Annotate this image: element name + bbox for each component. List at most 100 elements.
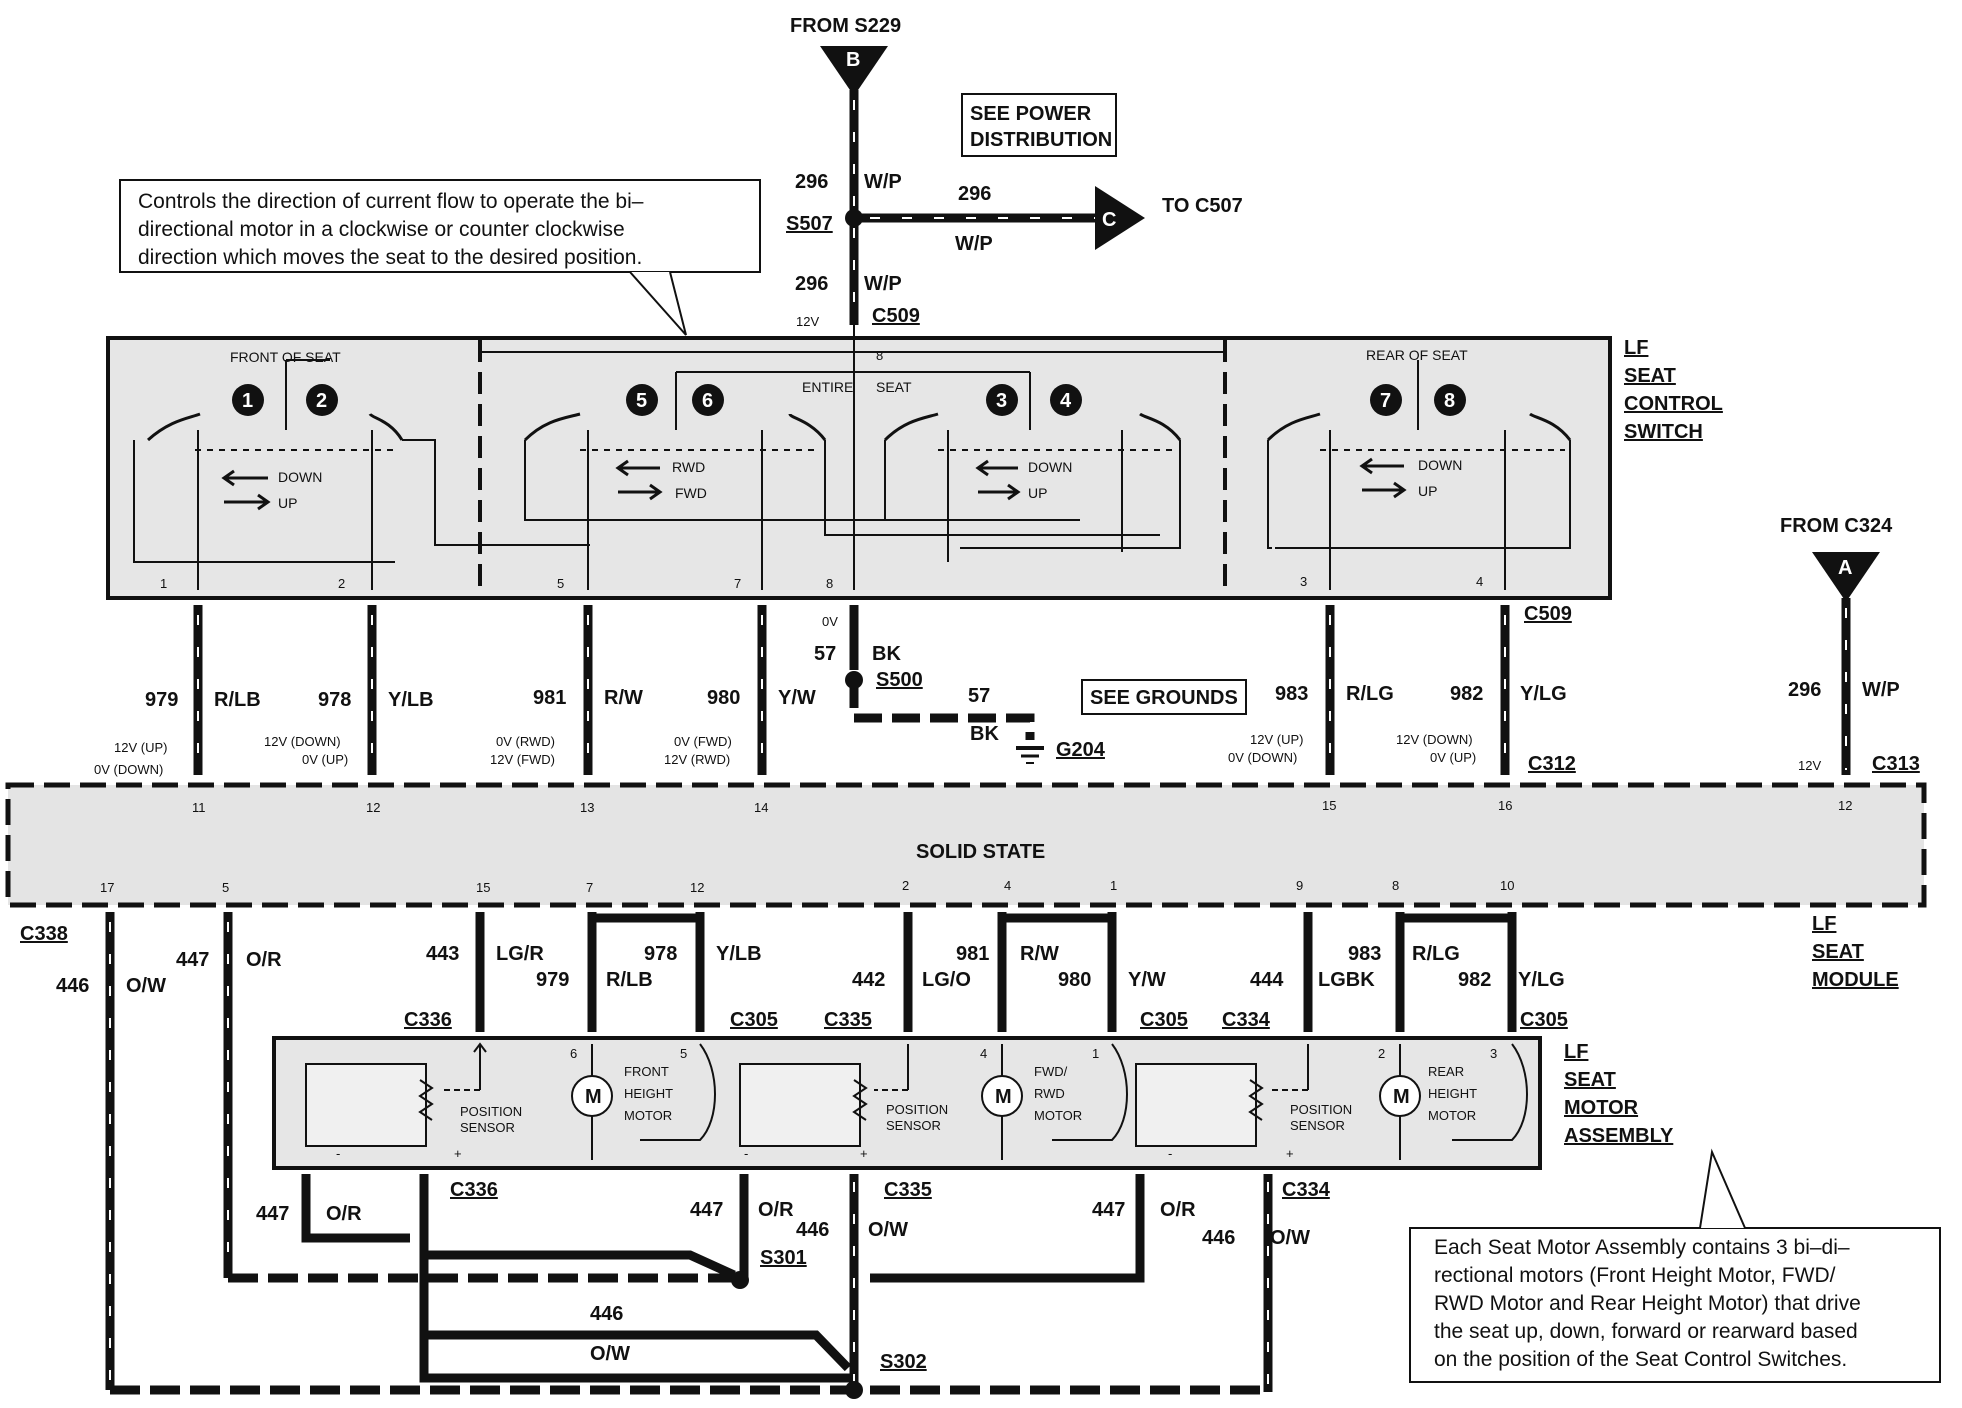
front-up-label: UP (278, 495, 297, 511)
lower-981-label: 981 (956, 943, 989, 965)
motor-m-3: M (1393, 1086, 1410, 1108)
v981-fwd: 12V (FWD) (490, 752, 555, 767)
lower-or-label: O/R (246, 949, 282, 971)
switch-pin-3: 3 (1300, 574, 1307, 589)
svg-text:1: 1 (1110, 878, 1117, 893)
front-height-motor-3: MOTOR (624, 1108, 672, 1123)
lower-979-label: 979 (536, 969, 569, 991)
lower-447-label: 447 (176, 949, 209, 971)
mid-yw-label: Y/W (778, 687, 816, 709)
from-s229-label: FROM S229 (790, 15, 901, 37)
c509-right-label: C509 (1524, 603, 1572, 625)
lower-978-label: 978 (644, 943, 677, 965)
mid-296-label: 296 (1788, 679, 1821, 701)
wire-296c-label: 296 (795, 273, 828, 295)
switch-circle-4: 4 (1060, 390, 1072, 412)
fwd-rwd-motor-2: RWD (1034, 1086, 1065, 1101)
mid-981-label: 981 (533, 687, 566, 709)
connector-b-icon (820, 46, 888, 96)
mid-983-label: 983 (1275, 683, 1308, 705)
v979-up: 12V (UP) (114, 740, 167, 755)
switch-circle-7: 7 (1380, 390, 1391, 412)
svg-text:7: 7 (586, 880, 593, 895)
lower-rw-label: R/W (1020, 943, 1059, 965)
motor-m-2: M (995, 1086, 1012, 1108)
svg-text:-: - (336, 1146, 340, 1161)
bottom-owc-label: O/W (1270, 1227, 1310, 1249)
lower-ylb-label: Y/LB (716, 943, 762, 965)
mid-rw-label: R/W (604, 687, 643, 709)
s500-label: S500 (876, 669, 923, 691)
mid-wp-label: W/P (1862, 679, 1900, 701)
connector-c-icon (1095, 186, 1145, 250)
mid-978-label: 978 (318, 689, 351, 711)
bottom-orb-label: O/R (758, 1199, 794, 1221)
v980-rwd: 12V (RWD) (664, 752, 730, 767)
wire-wp-b-label: W/P (955, 233, 993, 255)
c336-top-label: C336 (404, 1009, 452, 1031)
callout-top-pointer (629, 271, 687, 336)
callout-bottom-line3: RWD Motor and Rear Height Motor) that dr… (1434, 1292, 1861, 1315)
switch-pin-2: 2 (338, 576, 345, 591)
svg-text:16: 16 (1498, 798, 1512, 813)
rear-of-seat-label: REAR OF SEAT (1366, 347, 1468, 363)
svg-text:12: 12 (1838, 798, 1852, 813)
svg-text:1: 1 (1092, 1046, 1099, 1061)
motor-lf-label: LF (1564, 1041, 1588, 1063)
v980-fwd: 0V (FWD) (674, 734, 732, 749)
lower-446-label: 446 (56, 975, 89, 997)
solid-state-label: SOLID STATE (916, 841, 1045, 863)
rear-height-motor-3: MOTOR (1428, 1108, 1476, 1123)
wire-wp-a-label: W/P (864, 171, 902, 193)
connector-a-letter: A (1838, 557, 1852, 579)
lower-ylg-label: Y/LG (1518, 969, 1565, 991)
front-height-motor-1: FRONT (624, 1064, 669, 1079)
callout-bottom-line2: rectional motors (Front Height Motor, FW… (1434, 1264, 1836, 1287)
c335-bottom-label: C335 (884, 1179, 932, 1201)
v978-down: 12V (DOWN) (264, 734, 341, 749)
c334-top-label: C334 (1222, 1009, 1271, 1031)
bottom-447c-label: 447 (1092, 1199, 1125, 1221)
seat-module-box (5, 782, 1927, 908)
svg-text:8: 8 (1392, 878, 1399, 893)
s500-splice (845, 671, 863, 689)
svg-text:12: 12 (366, 800, 380, 815)
switch-circle-6: 6 (702, 390, 713, 412)
lower-ow-label: O/W (126, 975, 166, 997)
module-seat-label: SEAT (1812, 941, 1864, 963)
see-grounds-box (1081, 679, 1247, 715)
s507-label: S507 (786, 213, 833, 235)
svg-text:9: 9 (1296, 878, 1303, 893)
v978-up: 0V (UP) (302, 752, 348, 767)
svg-text:2: 2 (1378, 1046, 1385, 1061)
lower-rlb-label: R/LB (606, 969, 653, 991)
svg-text:12: 12 (690, 880, 704, 895)
mid-12v-label: 12V (1798, 758, 1821, 773)
s302-splice (845, 1381, 863, 1399)
v981-rwd: 0V (RWD) (496, 734, 555, 749)
lower-lgbk-label: LGBK (1318, 969, 1375, 991)
pos-sensor-3a: POSITION (1290, 1102, 1352, 1117)
fwd-rwd-motor-3: MOTOR (1034, 1108, 1082, 1123)
v983-down: 0V (DOWN) (1228, 750, 1297, 765)
mid-bk-label: BK (872, 643, 901, 665)
mid-bkb-label: BK (970, 723, 999, 745)
callout-bottom-box (1409, 1227, 1941, 1383)
bottom-owb-label: O/W (868, 1219, 908, 1241)
lower-442-label: 442 (852, 969, 885, 991)
switch-pin-5: 5 (557, 576, 564, 591)
v12-top-label: 12V (796, 314, 819, 329)
v983-up: 12V (UP) (1250, 732, 1303, 747)
rwd-label: RWD (672, 459, 705, 475)
v979-down: 0V (DOWN) (94, 762, 163, 777)
svg-text:4: 4 (1004, 878, 1011, 893)
connector-a-icon (1812, 552, 1880, 602)
c509-top-label: C509 (872, 305, 920, 327)
s302-label: S302 (880, 1351, 927, 1373)
lower-980-label: 980 (1058, 969, 1091, 991)
pos-sensor-2b: SENSOR (886, 1118, 941, 1133)
lower-982-label: 982 (1458, 969, 1491, 991)
c336-bottom-label: C336 (450, 1179, 498, 1201)
module-lf-label: LF (1812, 913, 1836, 935)
